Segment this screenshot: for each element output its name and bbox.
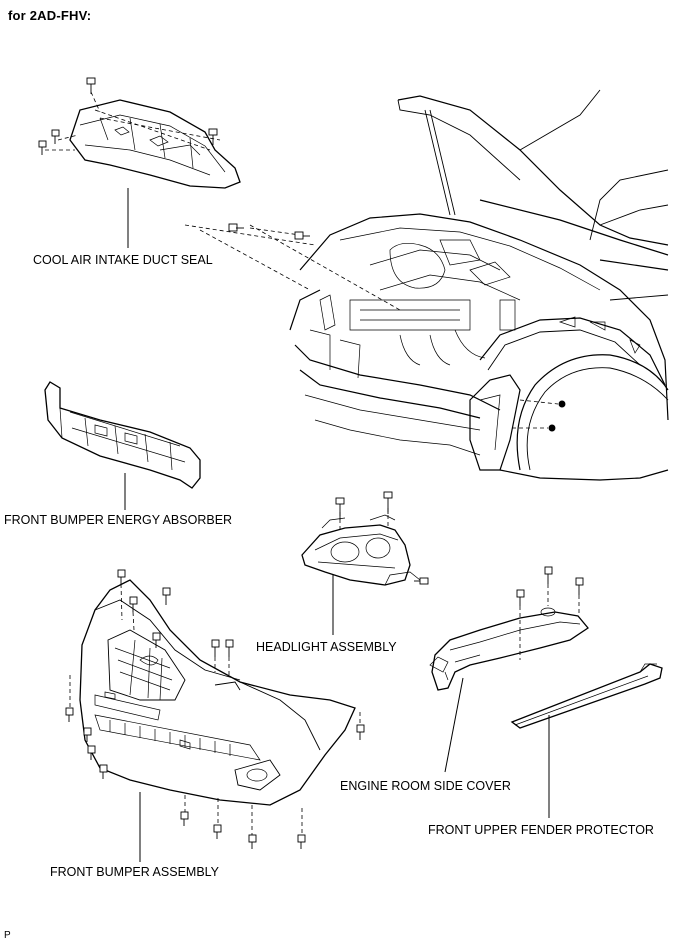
vehicle-fasteners (184, 223, 566, 432)
label-engine-room-side-cover: ENGINE ROOM SIDE COVER (340, 779, 511, 793)
label-front-bumper-assembly: FRONT BUMPER ASSEMBLY (50, 865, 220, 879)
duct-seal-clips (38, 77, 221, 155)
bumper-fasteners (65, 569, 365, 849)
engine-room-side-cover-part (429, 607, 589, 691)
label-headlight-assembly: HEADLIGHT ASSEMBLY (256, 640, 397, 654)
label-front-bumper-energy-absorber: FRONT BUMPER ENERGY ABSORBER (4, 513, 232, 527)
vehicle-front-body (289, 89, 669, 481)
page-code: P (4, 930, 11, 941)
front-upper-fender-protector-part (510, 663, 663, 729)
headlight-bolts (335, 491, 429, 585)
label-cool-air-intake-duct-seal: COOL AIR INTAKE DUCT SEAL (33, 253, 213, 267)
headlight-assembly-part (301, 514, 421, 586)
front-bumper-assembly-part (79, 579, 356, 806)
page-title: for 2AD-FHV: (8, 8, 92, 23)
front-bumper-energy-absorber-part (44, 381, 201, 489)
label-front-upper-fender-protector: FRONT UPPER FENDER PROTECTOR (428, 823, 654, 837)
cool-air-intake-duct-seal-part (69, 99, 241, 189)
side-cover-leader (444, 677, 464, 773)
side-cover-clips (516, 566, 584, 660)
